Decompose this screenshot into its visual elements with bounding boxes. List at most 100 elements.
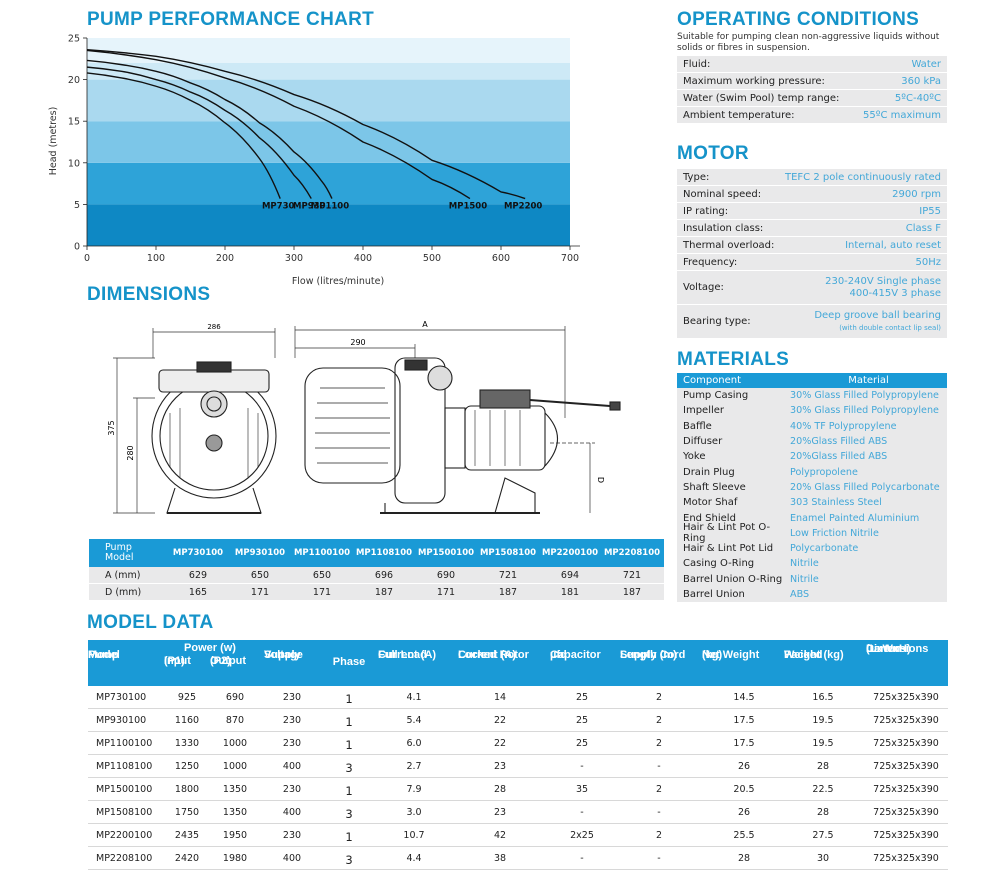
motor-value: 50Hz [915,256,942,268]
material-component: Diffuser [683,436,723,448]
dim-model-header: MP1108100 [355,548,413,558]
operating-row: Water (Swim Pool) temp range:5ºC-40ºC [677,90,947,107]
motor-value: 2900 rpm [892,188,941,200]
motor-voltage-line1: 230-240V Single phase [825,275,941,287]
x-tick-label: 300 [285,253,303,264]
model-cell: 725x325x390 [873,738,939,749]
materials-title: MATERIALS [677,349,790,370]
dim-cell: 690 [436,569,456,581]
h-lr2: Current (A) [458,649,517,661]
h-output: Output [210,655,247,667]
chart-band [87,162,570,205]
model-cell: 38 [493,853,507,864]
model-cell: - [580,761,584,772]
model-cell: 690 [225,692,245,703]
motor-key-voltage: Voltage: [683,282,724,293]
dim-model-header: MP930100 [234,548,286,558]
dim-cell: 721 [498,569,518,581]
model-cell: 22.5 [812,784,834,795]
h-pw2: Weight (kg) [784,649,844,661]
motor-value: IP55 [919,205,941,217]
model-cell: 725x325x390 [873,784,939,795]
h-cord1: Supply Cord [620,649,686,661]
dim-290: 290 [350,338,365,347]
motor-key: Nominal speed: [683,188,762,200]
operating-key: Maximum working pressure: [683,75,825,87]
model-cell: MP2200100 [96,830,153,841]
model-cell: 26 [737,761,751,772]
model-cell: 2420 [174,853,200,864]
model-cell: 30 [816,853,830,864]
model-cell: 1 [345,830,353,844]
dim-model-header: MP1500100 [417,548,475,558]
motor-key-bearing: Bearing type: [683,316,751,327]
series-label: MP730 [262,202,295,212]
model-cell: - [657,807,661,818]
h-p2: (P2) [210,655,231,667]
material-value: Polycarbonate [790,543,859,555]
motor-key: IP rating: [683,205,729,217]
material-component: Hair & Lint Pot Lid [683,543,774,555]
dim-model-header: MP2208100 [603,548,661,558]
material-component: Barrel Union [683,589,745,600]
h-cd2: Dimensions [866,643,929,655]
model-cell: 1 [345,692,353,706]
model-cell: 230 [282,715,302,726]
x-tick-label: 400 [354,253,372,264]
material-component: End Shield [683,512,736,524]
x-tick-label: 500 [423,253,441,264]
model-cell: 1350 [222,784,248,795]
dim-row-label: A (mm) [105,569,141,581]
model-cell: 870 [225,715,245,726]
materials-header-component: Component [683,375,742,386]
series-line-mp930 [86,66,312,199]
h-cd3: (LxWxH) [866,643,911,655]
model-cell: 400 [282,853,302,864]
material-component: Yoke [683,451,706,463]
model-cell: 3 [345,853,353,867]
material-component: Shaft Sleeve [683,481,746,493]
dim-cell: 171 [250,586,270,598]
model-cell: 22 [493,715,507,726]
motor-row: Insulation class:Class F [677,220,947,237]
model-cell: MP1500100 [96,784,153,795]
model-cell: 1 [345,738,353,752]
dim-cell: 650 [312,569,332,581]
h-phase: Phase [332,656,366,668]
chart-band [87,38,570,63]
motor-value-bearing: Deep groove ball bearing(with double con… [814,310,941,334]
operating-row: Fluid:Water [677,56,947,73]
model-cell: MP1100100 [96,738,153,749]
model-cell: 28 [737,853,751,864]
dim-cell: 721 [622,569,642,581]
model-cell: 14.5 [733,692,755,703]
dim-d: D [596,477,605,483]
material-value: ABS [790,589,810,600]
motor-row-bearing: Bearing type: Deep groove ball bearing(wi… [677,305,947,339]
operating-value: 5ºC-40ºC [894,92,941,104]
model-cell: 28 [816,807,830,818]
h-supply: Supply [264,649,301,661]
x-tick-label: 700 [561,253,579,264]
motor-voltage-line2: 400-415V 3 phase [849,287,941,299]
dim-cell: 187 [622,586,642,598]
pump-front-view [151,361,277,514]
model-cell: 1950 [222,830,248,841]
model-cell: 725x325x390 [873,715,939,726]
motor-value: TEFC 2 pole continuously rated [785,171,941,183]
h-model: Model [88,649,120,661]
h-p1: (P1) [164,655,185,667]
dim-model-header: MP2200100 [541,548,599,558]
